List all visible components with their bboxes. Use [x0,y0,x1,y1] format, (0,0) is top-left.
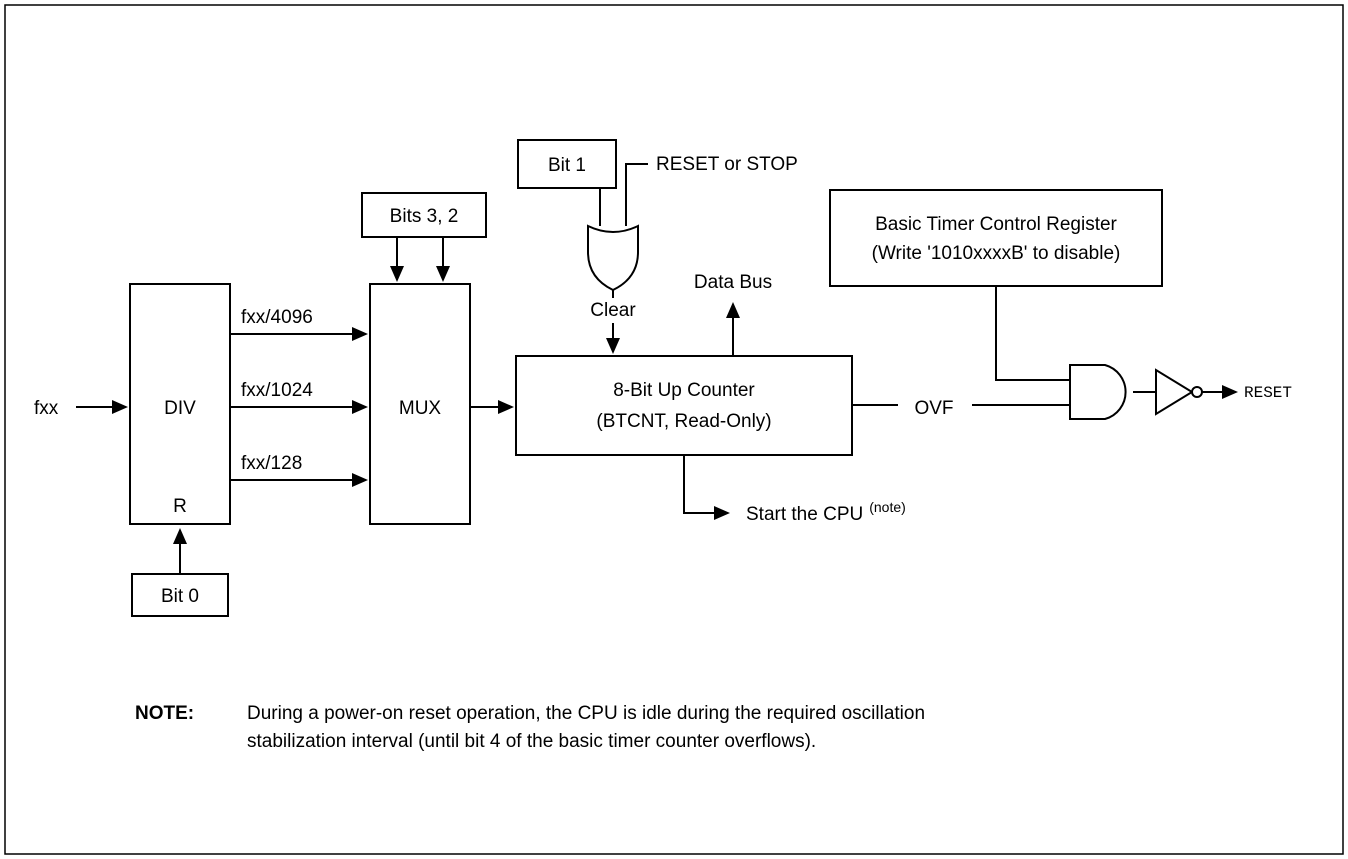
mux-label: MUX [399,398,442,419]
bit1-label: Bit 1 [548,155,586,176]
div-128-label: fxx/128 [241,453,302,474]
bit1-box [517,139,617,189]
inverter [1155,368,1194,416]
counter-title: 8-Bit Up Counter [613,380,755,401]
clear-label: Clear [590,300,636,321]
bit0-label: Bit 0 [161,586,199,607]
start-cpu-arrowhead [714,506,730,520]
btcon-subtitle: (Write '1010xxxxB' to disable) [872,243,1121,264]
input-fxx-label: fxx [34,398,59,419]
btcon-to-and-wire [995,286,1070,381]
div-4096-arrowhead [352,327,368,341]
bits32-label: Bits 3, 2 [390,206,459,227]
data-bus-arrowhead [726,302,740,318]
mux-block [369,283,471,525]
div-1024-arrowhead [352,400,368,414]
start-cpu-text: Start the CPU [746,504,863,525]
div-4096-label: fxx/4096 [241,307,313,328]
reset-out-label: RESET [1244,384,1292,402]
reset-stop-wire [625,163,648,226]
start-cpu-note-mark: (note) [869,499,906,515]
reset-stop-label: RESET or STOP [656,154,798,175]
and-gate [1069,364,1127,420]
counter-block [515,355,853,456]
or-gate [587,224,639,292]
fxx-arrowhead [112,400,128,414]
div-128-arrowhead [352,473,368,487]
btcon-title: Basic Timer Control Register [875,214,1117,235]
data-bus-label: Data Bus [694,272,772,293]
reset-out-arrowhead [1222,385,1238,399]
figure-frame [4,4,1344,855]
bit2-arrowhead [436,266,450,282]
bit0-arrowhead [173,528,187,544]
div-block [129,283,231,525]
bit0-box [131,573,229,617]
mux-to-counter-arrowhead [498,400,514,414]
note-line2: stabilization interval (until bit 4 of t… [247,731,816,752]
start-cpu-label: Start the CPU (note) [746,499,906,525]
note-line1: During a power-on reset operation, the C… [247,703,925,724]
btcon-box [829,189,1163,287]
note-heading: NOTE: [135,703,194,724]
inverter-bubble [1191,386,1203,398]
bits32-box [361,192,487,238]
div-label: DIV [164,398,196,419]
clear-arrowhead [606,338,620,354]
div-reset-pin-label: R [173,496,187,517]
start-cpu-wire [683,455,714,514]
ovf-label: OVF [914,398,953,419]
div-1024-label: fxx/1024 [241,380,313,401]
counter-subtitle: (BTCNT, Read-Only) [596,411,771,432]
bit3-arrowhead [390,266,404,282]
